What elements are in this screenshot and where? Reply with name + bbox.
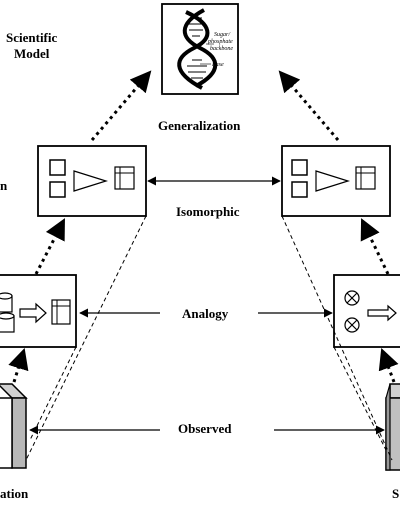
left-cut-label-top: n bbox=[0, 178, 8, 193]
dna-annotation-line1: Sugar/ bbox=[214, 32, 231, 38]
dashed-connector-right bbox=[281, 215, 393, 461]
dashed-connector-right-2 bbox=[333, 346, 387, 451]
dotted-arrow-right-mid bbox=[360, 218, 390, 275]
scientific-model-label-line2: Model bbox=[14, 46, 50, 61]
analogy-label: Analogy bbox=[182, 306, 229, 321]
model-box-right bbox=[281, 145, 391, 217]
generalization-arrow-left bbox=[90, 70, 152, 141]
right-cut-label-bottom: S bbox=[392, 486, 399, 501]
dna-annotation-line3: backbone bbox=[210, 46, 233, 52]
dna-helix-image: Sugar/ phosphate backbone Base bbox=[161, 3, 239, 95]
square-icon bbox=[49, 181, 66, 198]
window-icon bbox=[51, 299, 71, 325]
hollow-arrow-icon bbox=[19, 302, 47, 324]
isomorphic-label: Isomorphic bbox=[176, 204, 240, 219]
dotted-arrow-left-low bbox=[8, 347, 29, 383]
square-icon bbox=[291, 181, 308, 198]
left-cut-label-bottom: ation bbox=[0, 486, 29, 501]
observed-block-right bbox=[385, 383, 400, 471]
triangle-icon bbox=[315, 170, 351, 192]
hollow-arrow-icon bbox=[367, 304, 397, 322]
model-box-left bbox=[37, 145, 147, 217]
window-icon bbox=[355, 166, 376, 190]
generalization-label: Generalization bbox=[158, 118, 241, 133]
observed-label: Observed bbox=[178, 421, 232, 436]
dotted-arrow-right-low bbox=[378, 348, 399, 383]
analogy-box-right bbox=[333, 274, 400, 348]
dna-annotation-base: Base bbox=[212, 62, 224, 68]
analogy-box-left bbox=[0, 274, 77, 348]
observed-block-left bbox=[0, 383, 28, 469]
square-icon bbox=[49, 159, 66, 176]
dashed-connector-left bbox=[25, 215, 147, 461]
scientific-model-label-line1: Scientific bbox=[6, 30, 57, 45]
dna-annotation-line2: phosphate bbox=[207, 39, 233, 45]
dotted-arrow-left-mid bbox=[34, 218, 66, 275]
generalization-arrow-right bbox=[278, 70, 340, 141]
dashed-connector-left-2 bbox=[29, 346, 77, 441]
triangle-icon bbox=[73, 170, 109, 192]
window-icon bbox=[114, 166, 135, 190]
square-icon bbox=[291, 159, 308, 176]
